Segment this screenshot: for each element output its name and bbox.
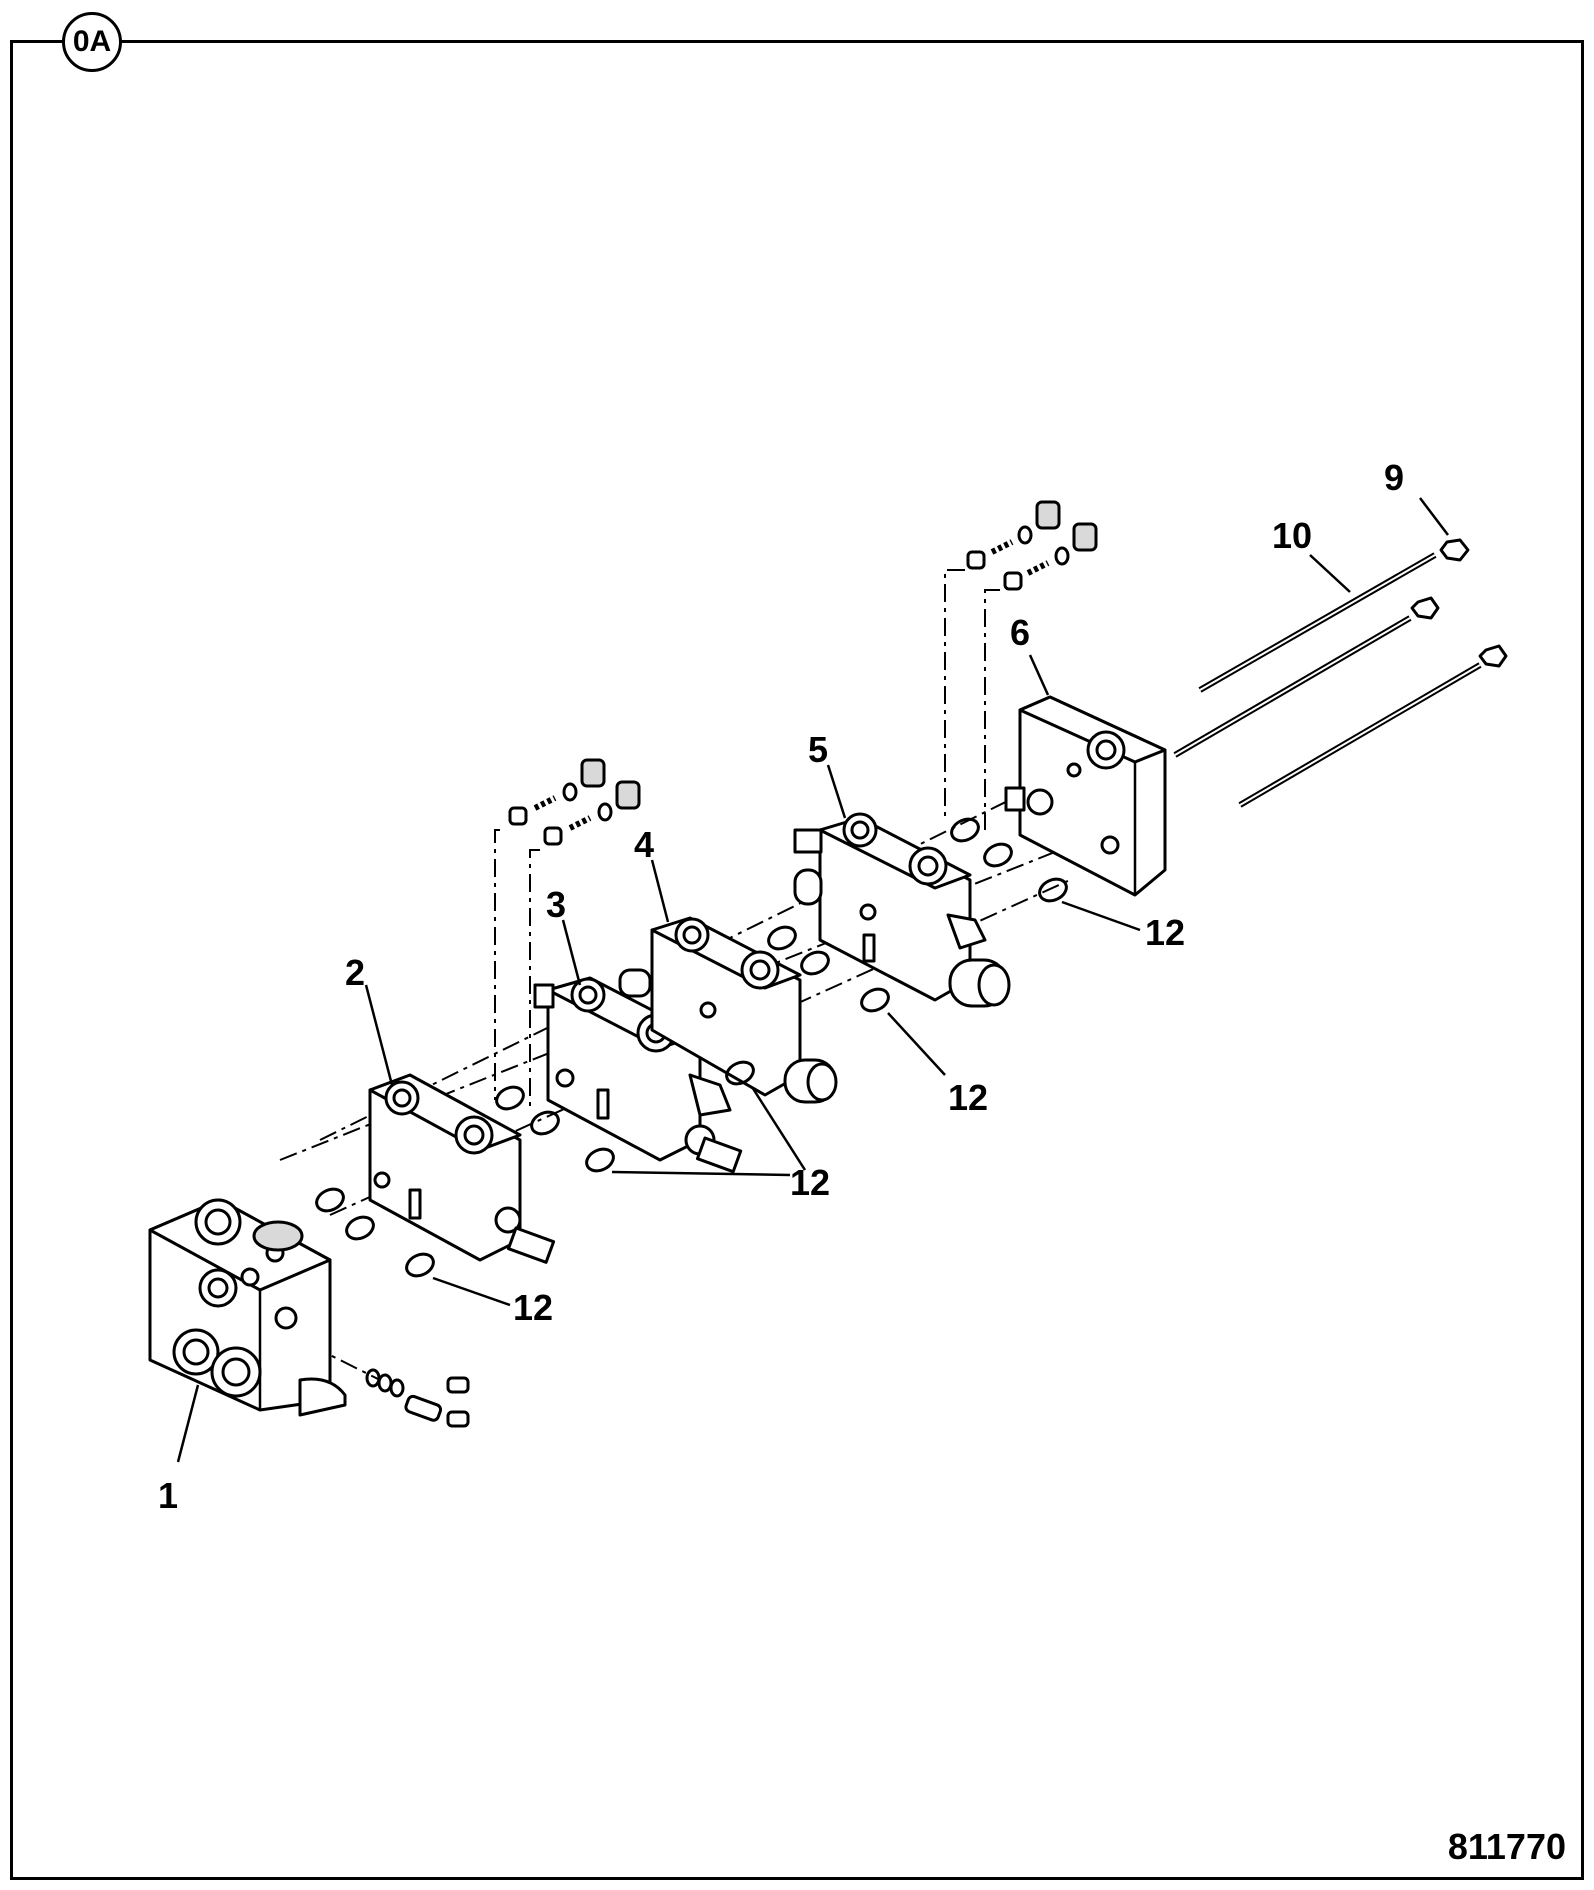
callouts: 1 2 3 4 5 6 9 10 12 12 12 12 <box>158 457 1404 1516</box>
leader-lines <box>176 497 1449 1463</box>
plug-fittings <box>404 500 1098 1428</box>
callout-10: 10 <box>1272 515 1312 556</box>
drawing-frame <box>10 40 1584 1880</box>
callout-9: 9 <box>1384 457 1404 498</box>
inlet-section-part-1 <box>148 1198 347 1417</box>
callout-2: 2 <box>345 952 365 993</box>
callout-12-lower: 12 <box>790 1162 830 1203</box>
callout-12-middle: 12 <box>948 1077 988 1118</box>
spool-section-part-2 <box>368 1073 556 1264</box>
callout-3: 3 <box>546 884 566 925</box>
callout-12-inlet: 12 <box>513 1287 553 1328</box>
callout-1: 1 <box>158 1475 178 1516</box>
o-rings-part-12 <box>315 817 1068 1398</box>
callout-12-end: 12 <box>1145 912 1185 953</box>
spool-section-part-5 <box>793 812 1011 1008</box>
drawing-number: 811770 <box>1447 1826 1566 1867</box>
sheet-tag: 0A <box>62 12 122 72</box>
spool-section-part-4 <box>618 916 838 1104</box>
callout-6: 6 <box>1010 612 1030 653</box>
callout-4: 4 <box>634 824 654 865</box>
end-cover-part-6 <box>1004 695 1167 897</box>
nuts-part-9 <box>1410 538 1508 668</box>
tie-rods-part-10 <box>1173 552 1482 808</box>
callout-5: 5 <box>808 729 828 770</box>
